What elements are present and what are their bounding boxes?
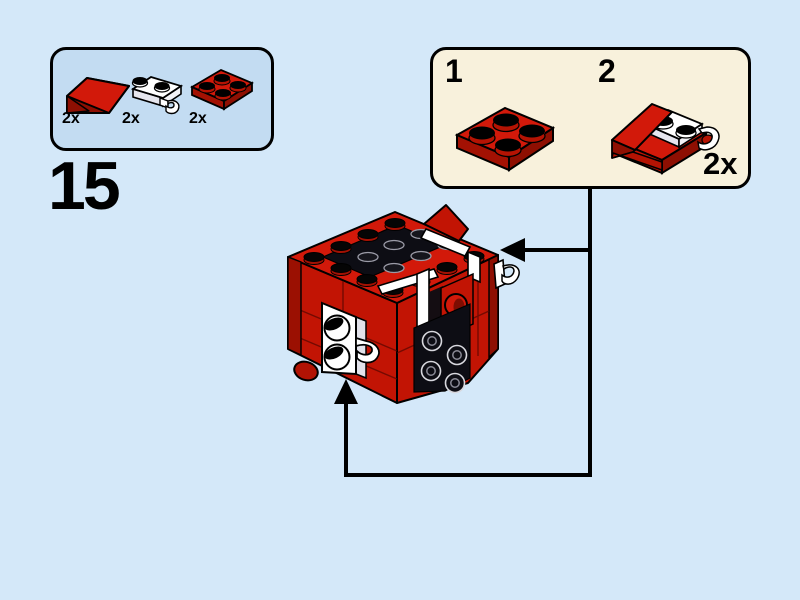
connector-lines — [334, 188, 592, 477]
part-count-slope: 2x — [62, 110, 80, 127]
red-clip-front — [444, 313, 468, 344]
substep-2-label: 2 — [598, 53, 616, 89]
front-black-panel — [413, 303, 471, 394]
placed-assembly-top-right — [419, 204, 481, 284]
step-number: 15 — [48, 148, 121, 224]
arrow-up-icon — [334, 379, 358, 404]
top-studs — [303, 218, 485, 298]
assembly-quantity-label: 2x — [703, 146, 738, 181]
arrow-left-icon — [500, 238, 525, 262]
white-bracket-front — [376, 267, 440, 331]
white-clip-plate-left — [321, 301, 380, 380]
substep-1-label: 1 — [445, 53, 463, 89]
side-stud — [444, 293, 468, 317]
parts-callout-box — [50, 47, 274, 151]
part-count-plate: 2x — [189, 110, 207, 127]
white-clip-right — [493, 258, 520, 290]
model-assembly — [287, 204, 520, 404]
round-brick-bottom-left — [293, 360, 319, 382]
part-count-clip-plate: 2x — [122, 110, 140, 127]
